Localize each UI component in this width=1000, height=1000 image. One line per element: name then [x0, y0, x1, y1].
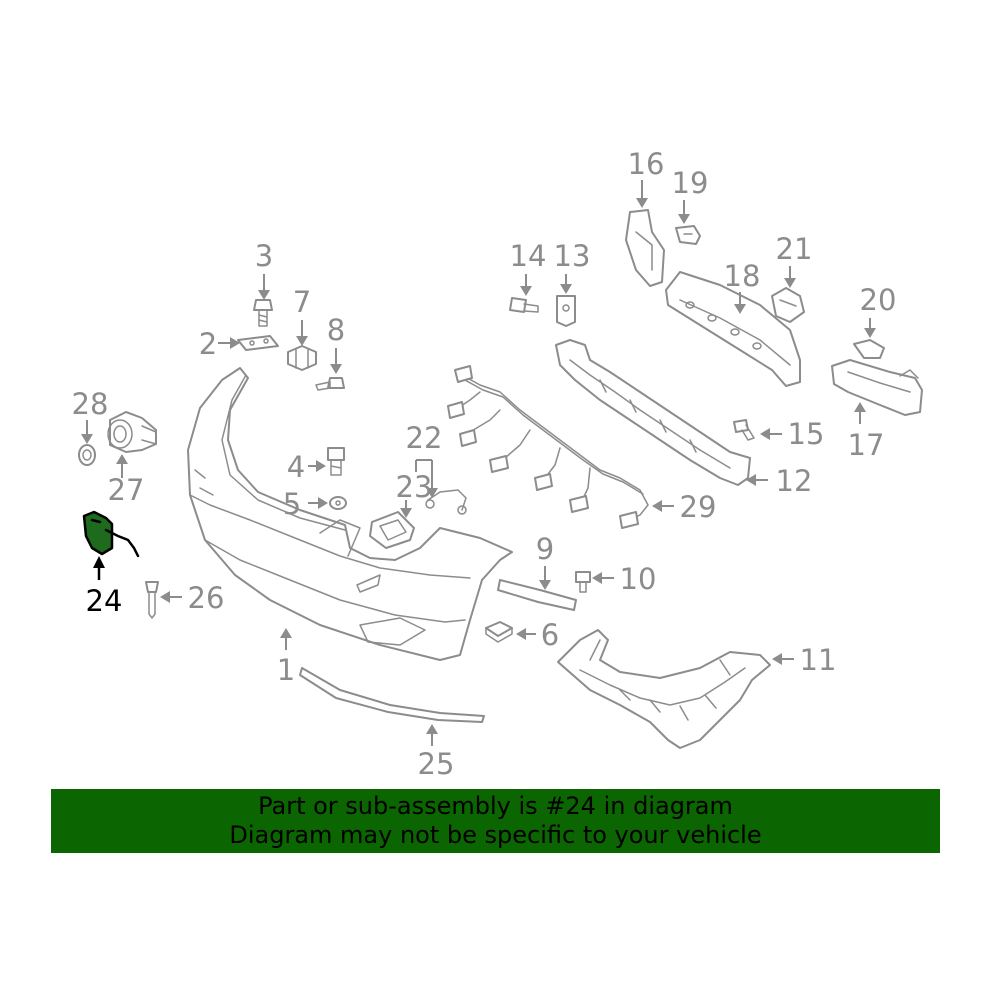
callout-15: 15: [788, 417, 825, 451]
bolt-part-4: [327, 447, 345, 476]
lower-spoiler-strip-part: [299, 667, 485, 723]
wiring-harness-part-29: [447, 365, 649, 529]
bracket-part-2: [237, 335, 279, 351]
bolt-part-14: [509, 297, 539, 313]
callout-8: 8: [327, 313, 345, 347]
bolt-part-15: [733, 419, 755, 441]
banner-line-part-number: Part or sub-assembly is #24 in diagram: [258, 792, 733, 820]
callout-4: 4: [287, 450, 305, 484]
callout-6: 6: [541, 618, 559, 652]
leader-lines: [81, 180, 876, 746]
callout-9: 9: [536, 532, 554, 566]
callout-23: 23: [396, 470, 433, 504]
callout-20: 20: [860, 283, 897, 317]
bolt-part-3: [253, 299, 273, 327]
info-banner: Part or sub-assembly is #24 in diagram D…: [51, 789, 940, 853]
callout-labels: 1 2 3 4 5 6 7 8 9 10 11 12 13 14 15 16 1…: [72, 147, 897, 781]
callout-12: 12: [776, 464, 813, 498]
screw-part-8: [315, 377, 345, 391]
clip-part-22: [425, 489, 467, 515]
callout-26: 26: [188, 581, 225, 615]
banner-line-disclaimer: Diagram may not be specific to your vehi…: [229, 821, 762, 849]
bracket-part-21: [771, 287, 805, 323]
callout-1: 1: [277, 653, 295, 687]
push-pin-part-26: [145, 581, 159, 619]
parking-sensor-part-27: [107, 411, 157, 453]
callout-22: 22: [406, 421, 443, 455]
clip-part-7: [287, 345, 317, 371]
callout-24-highlighted: 24: [86, 584, 123, 618]
callout-27: 27: [108, 473, 145, 507]
callout-3: 3: [255, 239, 273, 273]
callout-2: 2: [199, 327, 217, 361]
callout-10: 10: [620, 562, 657, 596]
clip-part-20: [853, 339, 885, 359]
callout-25: 25: [418, 747, 455, 781]
pad-part-6: [485, 621, 513, 643]
bracket-part-16: [625, 209, 665, 287]
callout-5: 5: [283, 487, 301, 521]
trim-strip-part-9: [497, 579, 577, 611]
highlighted-part-24: [82, 510, 140, 558]
callout-28: 28: [72, 387, 109, 421]
lower-bracket-part-11: [557, 629, 771, 749]
callout-11: 11: [800, 643, 837, 677]
callout-13: 13: [554, 239, 591, 273]
callout-14: 14: [510, 239, 547, 273]
callout-29: 29: [680, 490, 717, 524]
clip-part-19: [675, 225, 701, 245]
bumper-cover-part: [187, 367, 513, 661]
callout-16: 16: [628, 147, 665, 181]
tow-hook-cover-part: [369, 511, 415, 549]
impact-absorber-part-12: [555, 339, 751, 486]
reinforcement-beam-part-18: [665, 271, 801, 387]
callout-19: 19: [672, 166, 709, 200]
sensor-ring-part-28: [78, 444, 96, 466]
side-bracket-part-17: [831, 359, 923, 416]
callout-21: 21: [776, 232, 813, 266]
callout-18: 18: [724, 259, 761, 293]
callout-7: 7: [293, 285, 311, 319]
callout-17: 17: [848, 428, 885, 462]
clip-nut-part-13: [556, 295, 576, 327]
screw-part-10: [575, 571, 591, 593]
washer-part-5: [329, 496, 347, 510]
